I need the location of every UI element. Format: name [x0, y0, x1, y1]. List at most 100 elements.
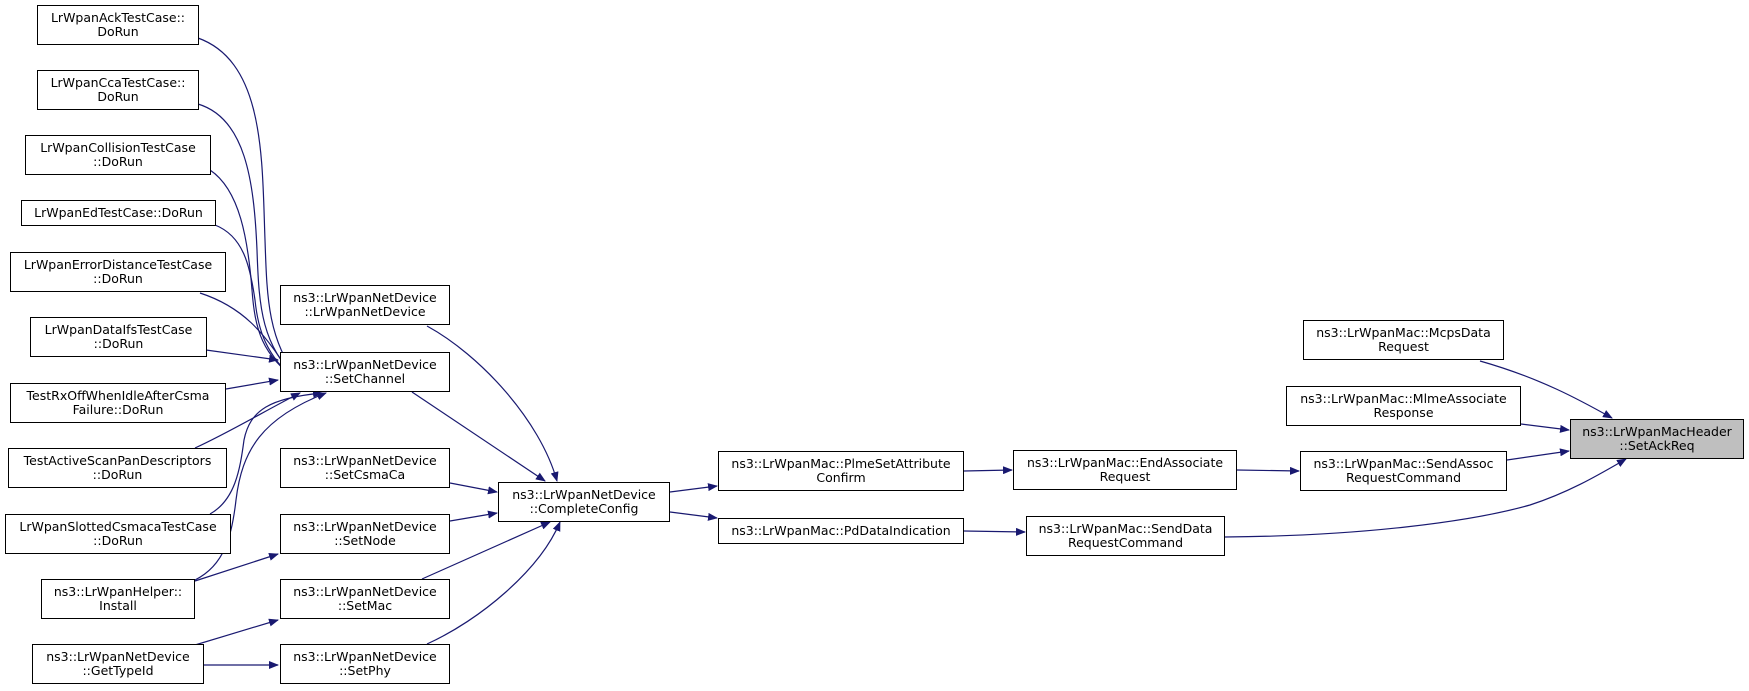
edge-ack-to-setchannel	[197, 37, 301, 382]
node-lrwpan-mac-mcpsdatarequest[interactable]: ns3::LrWpanMac::McpsData Request	[1303, 320, 1504, 360]
node-label-line: LrWpanCollisionTestCase	[40, 140, 196, 155]
node-label-line: ns3::LrWpanNetDevice	[293, 519, 437, 534]
node-label-line: Response	[1373, 405, 1434, 420]
node-lrwpan-slotted-csmaca-testcase-dorun[interactable]: LrWpanSlottedCsmacaTestCase ::DoRun	[5, 514, 231, 554]
node-label-line: ns3::LrWpanMac::PlmeSetAttribute	[731, 456, 951, 471]
node-label-line: ns3::LrWpanNetDevice	[293, 357, 437, 372]
edge-slotted-to-setchannel	[209, 389, 323, 515]
node-label-line: ::SetMac	[337, 598, 393, 613]
edge-cca-to-setchannel	[197, 103, 300, 382]
edge-ctor-to-complete	[426, 325, 559, 482]
edge-typeid-to-setmac	[194, 618, 279, 646]
node-label-line: ns3::LrWpanMac::PdDataIndication	[731, 523, 951, 538]
node-lrwpan-netdevice-gettypeid[interactable]: ns3::LrWpanNetDevice ::GetTypeId	[32, 644, 204, 684]
node-label-line: LrWpanSlottedCsmacaTestCase	[19, 519, 217, 534]
edge-setphy-to-complete	[426, 521, 561, 645]
node-label-line: TestActiveScanPanDescriptors	[23, 453, 212, 468]
node-label-line: ns3::LrWpanMac::McpsData	[1316, 325, 1491, 340]
node-lrwpan-netdevice-setchannel[interactable]: ns3::LrWpanNetDevice ::SetChannel	[280, 352, 450, 392]
node-label-line: ::SetPhy	[339, 663, 391, 678]
node-label-line: ns3::LrWpanMac::MlmeAssociate	[1300, 391, 1507, 406]
node-label-line: ns3::LrWpanNetDevice	[293, 649, 437, 664]
node-lrwpan-netdevice-constructor[interactable]: ns3::LrWpanNetDevice ::LrWpanNetDevice	[280, 285, 450, 325]
node-test-active-scan-pan-descriptors-dorun[interactable]: TestActiveScanPanDescriptors ::DoRun	[8, 448, 227, 488]
node-lrwpan-ack-testcase-dorun[interactable]: LrWpanAckTestCase:: DoRun	[37, 5, 199, 45]
node-lrwpan-mac-sendassocrequestcommand[interactable]: ns3::LrWpanMac::SendAssoc RequestCommand	[1300, 451, 1507, 491]
node-label-line: LrWpanCcaTestCase::	[50, 75, 186, 90]
node-lrwpan-macheader-setackreq-root: ns3::LrWpanMacHeader ::SetAckReq	[1570, 419, 1744, 459]
node-label-line: ::DoRun	[93, 336, 144, 351]
node-label-line: ::GetTypeId	[82, 663, 154, 678]
edge-endassoc-to-sendassoc	[1236, 466, 1300, 475]
node-label-line: ns3::LrWpanNetDevice	[293, 584, 437, 599]
node-label-line: Request	[1099, 469, 1151, 484]
node-label-line: ns3::LrWpanMac::EndAssociate	[1026, 455, 1224, 470]
node-label-line: DoRun	[97, 89, 139, 104]
node-label-line: ::SetCsmaCa	[324, 467, 406, 482]
node-label-line: ::DoRun	[93, 271, 143, 286]
edge-ifs-to-setchannel	[205, 349, 279, 363]
node-lrwpan-mac-plmesetattributeconfirm[interactable]: ns3::LrWpanMac::PlmeSetAttribute Confirm	[718, 451, 964, 491]
node-label-line: ::DoRun	[93, 533, 143, 548]
edge-mlme-to-root	[1520, 423, 1570, 433]
node-label-line: LrWpanEdTestCase::DoRun	[34, 205, 203, 220]
node-lrwpan-netdevice-setnode[interactable]: ns3::LrWpanNetDevice ::SetNode	[280, 514, 450, 554]
edge-helper-to-setchannel	[194, 392, 327, 581]
node-lrwpan-netdevice-completeconfig[interactable]: ns3::LrWpanNetDevice ::CompleteConfig	[498, 482, 670, 522]
node-label-line: ns3::LrWpanNetDevice	[293, 453, 437, 468]
node-label-line: DoRun	[97, 24, 139, 39]
edge-mcps-to-root	[1479, 360, 1613, 419]
node-label-line: ns3::LrWpanMac::SendData	[1038, 521, 1213, 536]
node-label-line: ns3::LrWpanMac::SendAssoc	[1313, 456, 1494, 471]
edge-complete-to-plme	[669, 483, 718, 493]
node-lrwpan-mac-senddatarequestcommand[interactable]: ns3::LrWpanMac::SendData RequestCommand	[1026, 516, 1225, 556]
edge-senddata-to-root	[1224, 458, 1627, 538]
node-label-line: ::LrWpanNetDevice	[304, 304, 426, 319]
node-label-line: ::DoRun	[93, 154, 143, 169]
edge-sendassoc-to-root	[1506, 448, 1570, 461]
node-test-rxoff-when-idle-after-csma-failure-dorun[interactable]: TestRxOffWhenIdleAfterCsma Failure::DoRu…	[10, 383, 226, 423]
edge-setnode-to-complete	[449, 510, 498, 522]
node-label-line: ::DoRun	[92, 467, 143, 482]
node-label-line: RequestCommand	[1067, 535, 1184, 550]
node-label-line: LrWpanDataIfsTestCase	[44, 322, 193, 337]
node-lrwpan-netdevice-setphy[interactable]: ns3::LrWpanNetDevice ::SetPhy	[280, 644, 450, 684]
node-label-line: Request	[1378, 339, 1429, 354]
node-lrwpan-mac-endassociaterequest[interactable]: ns3::LrWpanMac::EndAssociate Request	[1013, 450, 1237, 490]
edge-setchannel-to-complete	[411, 391, 546, 482]
node-lrwpan-ed-testcase-dorun[interactable]: LrWpanEdTestCase::DoRun	[21, 200, 216, 226]
node-label-line: ::SetAckReq	[1619, 438, 1695, 453]
edge-plme-to-endassoc	[963, 466, 1013, 475]
node-lrwpan-netdevice-setmac[interactable]: ns3::LrWpanNetDevice ::SetMac	[280, 579, 450, 619]
node-label-line: ns3::LrWpanNetDevice	[293, 290, 437, 305]
node-lrwpan-collision-testcase-dorun[interactable]: LrWpanCollisionTestCase ::DoRun	[25, 135, 211, 175]
node-label-line: TestRxOffWhenIdleAfterCsma	[26, 388, 210, 403]
node-label-line: ns3::LrWpanNetDevice	[512, 487, 656, 502]
edge-setmac-to-complete	[421, 521, 551, 580]
node-label-line: Install	[99, 598, 137, 613]
node-lrwpan-mac-pddataindication[interactable]: ns3::LrWpanMac::PdDataIndication	[718, 518, 964, 544]
edge-helper-to-setnode	[194, 552, 279, 582]
node-lrwpan-error-distance-testcase-dorun[interactable]: LrWpanErrorDistanceTestCase ::DoRun	[10, 252, 226, 292]
node-label-line: RequestCommand	[1345, 470, 1462, 485]
node-lrwpan-cca-testcase-dorun[interactable]: LrWpanCcaTestCase:: DoRun	[37, 70, 199, 110]
node-label-line: LrWpanErrorDistanceTestCase	[23, 257, 213, 272]
node-lrwpan-netdevice-setcsmaca[interactable]: ns3::LrWpanNetDevice ::SetCsmaCa	[280, 448, 450, 488]
edge-complete-to-pdind	[669, 511, 718, 521]
node-label-line: ns3::LrWpanNetDevice	[46, 649, 190, 664]
edge-pdind-to-senddata	[963, 527, 1026, 536]
node-lrwpan-helper-install[interactable]: ns3::LrWpanHelper:: Install	[41, 579, 195, 619]
node-label-line: ::SetChannel	[324, 371, 406, 386]
edge-rxoff-to-setchannel	[225, 377, 279, 390]
node-label-line: ::CompleteConfig	[529, 501, 639, 516]
edge-setcsmaca-to-complete	[449, 482, 498, 495]
node-label-line: Failure::DoRun	[72, 402, 164, 417]
node-label-line: Confirm	[816, 470, 866, 485]
node-lrwpan-mac-mlmeassociateresponse[interactable]: ns3::LrWpanMac::MlmeAssociate Response	[1286, 386, 1521, 426]
node-label-line: ns3::LrWpanMacHeader	[1582, 424, 1732, 439]
node-lrwpan-data-ifs-testcase-dorun[interactable]: LrWpanDataIfsTestCase ::DoRun	[30, 317, 207, 357]
node-label-line: LrWpanAckTestCase::	[50, 10, 186, 25]
node-label-line: ns3::LrWpanHelper::	[53, 584, 183, 599]
